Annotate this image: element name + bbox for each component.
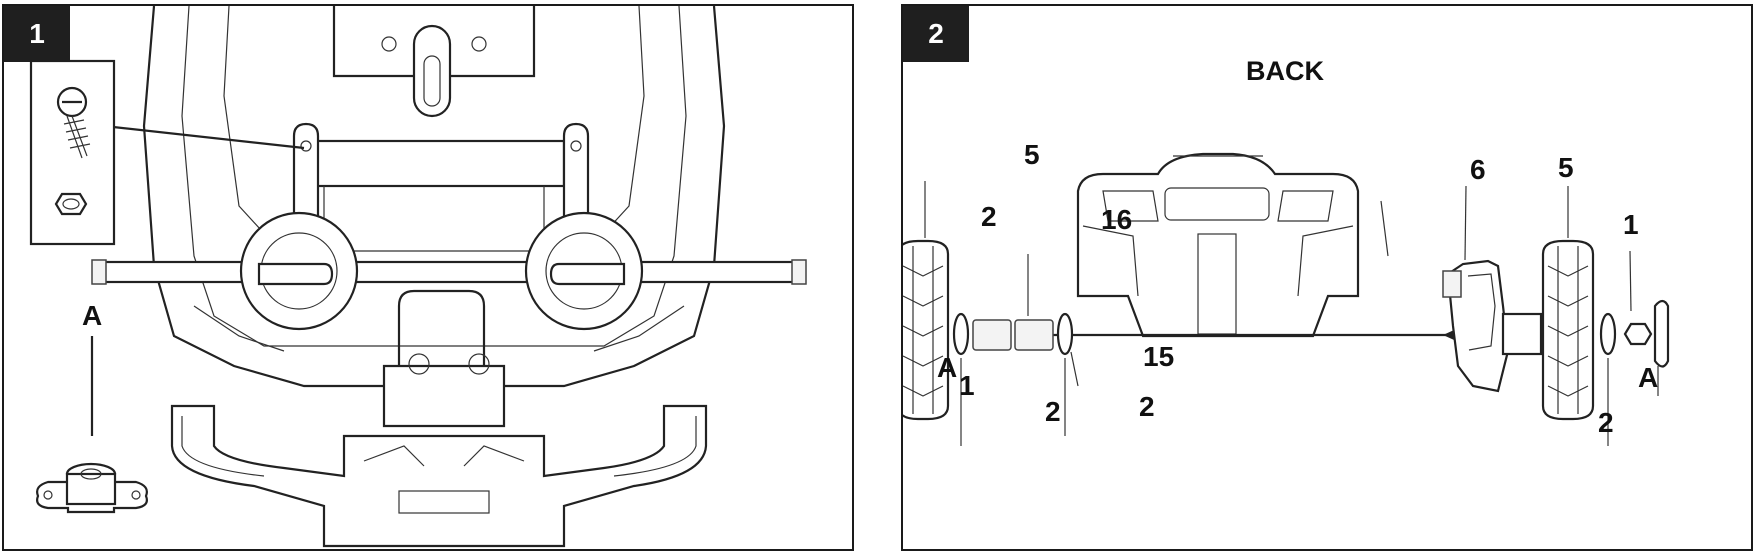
part-label-2-top-left: 2 xyxy=(981,201,997,232)
diagram-title: BACK xyxy=(1246,56,1324,86)
part-label-2-bottom-b: 2 xyxy=(1139,391,1155,422)
part-label-1-left: 1 xyxy=(959,370,975,401)
part-label-5-right: 5 xyxy=(1558,152,1574,183)
part-label-16: 16 xyxy=(1101,204,1133,235)
part-label-1-top-right: 1 xyxy=(1623,209,1639,240)
part-label-15: 15 xyxy=(1143,341,1175,372)
part-label-a-right: A xyxy=(1638,362,1659,393)
part-label-6: 6 xyxy=(1470,154,1486,185)
part-label-a: A xyxy=(82,300,103,331)
front-bumper-assembly-illustration xyxy=(29,6,807,548)
part-label-2-bottom-right: 2 xyxy=(1598,407,1614,438)
part-label-2-bottom-a: 2 xyxy=(1045,396,1061,427)
step-number-badge: 2 xyxy=(903,6,969,62)
rear-wheel-assembly-illustration xyxy=(903,152,1670,446)
part-label-a-left: A xyxy=(937,352,958,383)
step-number-badge: 1 xyxy=(4,6,70,62)
step-1-panel: 1 A xyxy=(2,4,854,551)
step-2-panel: 2 BACK 5 2 16 6 5 1 A 1 15 2 2 2 A xyxy=(901,4,1753,551)
part-label-5-left: 5 xyxy=(1024,139,1040,170)
